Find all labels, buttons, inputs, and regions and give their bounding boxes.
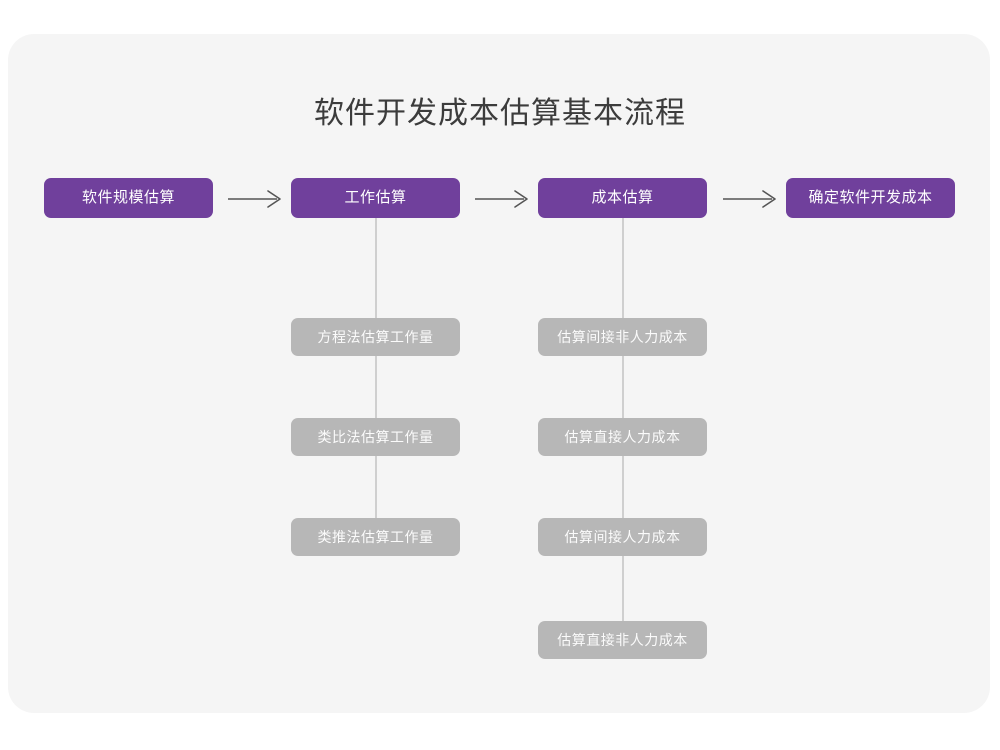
flow-stage-4: 确定软件开发成本: [786, 178, 955, 218]
flow-stage-2: 工作估算 方程法估算工作量 类比法估算工作量 类推法估算工作量: [291, 178, 460, 556]
substep-node[interactable]: 方程法估算工作量: [291, 318, 460, 356]
substep-node[interactable]: 估算直接人力成本: [538, 418, 707, 456]
substep-node[interactable]: 估算间接人力成本: [538, 518, 707, 556]
flow-stage-1: 软件规模估算: [44, 178, 213, 218]
stage-node-2[interactable]: 工作估算: [291, 178, 460, 218]
substep-node[interactable]: 类比法估算工作量: [291, 418, 460, 456]
stage-node-1[interactable]: 软件规模估算: [44, 178, 213, 218]
substep-node[interactable]: 类推法估算工作量: [291, 518, 460, 556]
stage-connector-line-2: [374, 218, 377, 556]
stage-node-3[interactable]: 成本估算: [538, 178, 707, 218]
substep-node[interactable]: 估算间接非人力成本: [538, 318, 707, 356]
flow-arrow-3: [722, 188, 784, 210]
flow-arrow-2: [474, 188, 536, 210]
flow-stage-3: 成本估算 估算间接非人力成本 估算直接人力成本 估算间接人力成本 估算直接非人力…: [538, 178, 707, 659]
flow-arrow-1: [227, 188, 289, 210]
page-title: 软件开发成本估算基本流程: [314, 97, 686, 130]
substep-node[interactable]: 估算直接非人力成本: [538, 621, 707, 659]
diagram-card: [8, 34, 990, 713]
stage-node-4[interactable]: 确定软件开发成本: [786, 178, 955, 218]
